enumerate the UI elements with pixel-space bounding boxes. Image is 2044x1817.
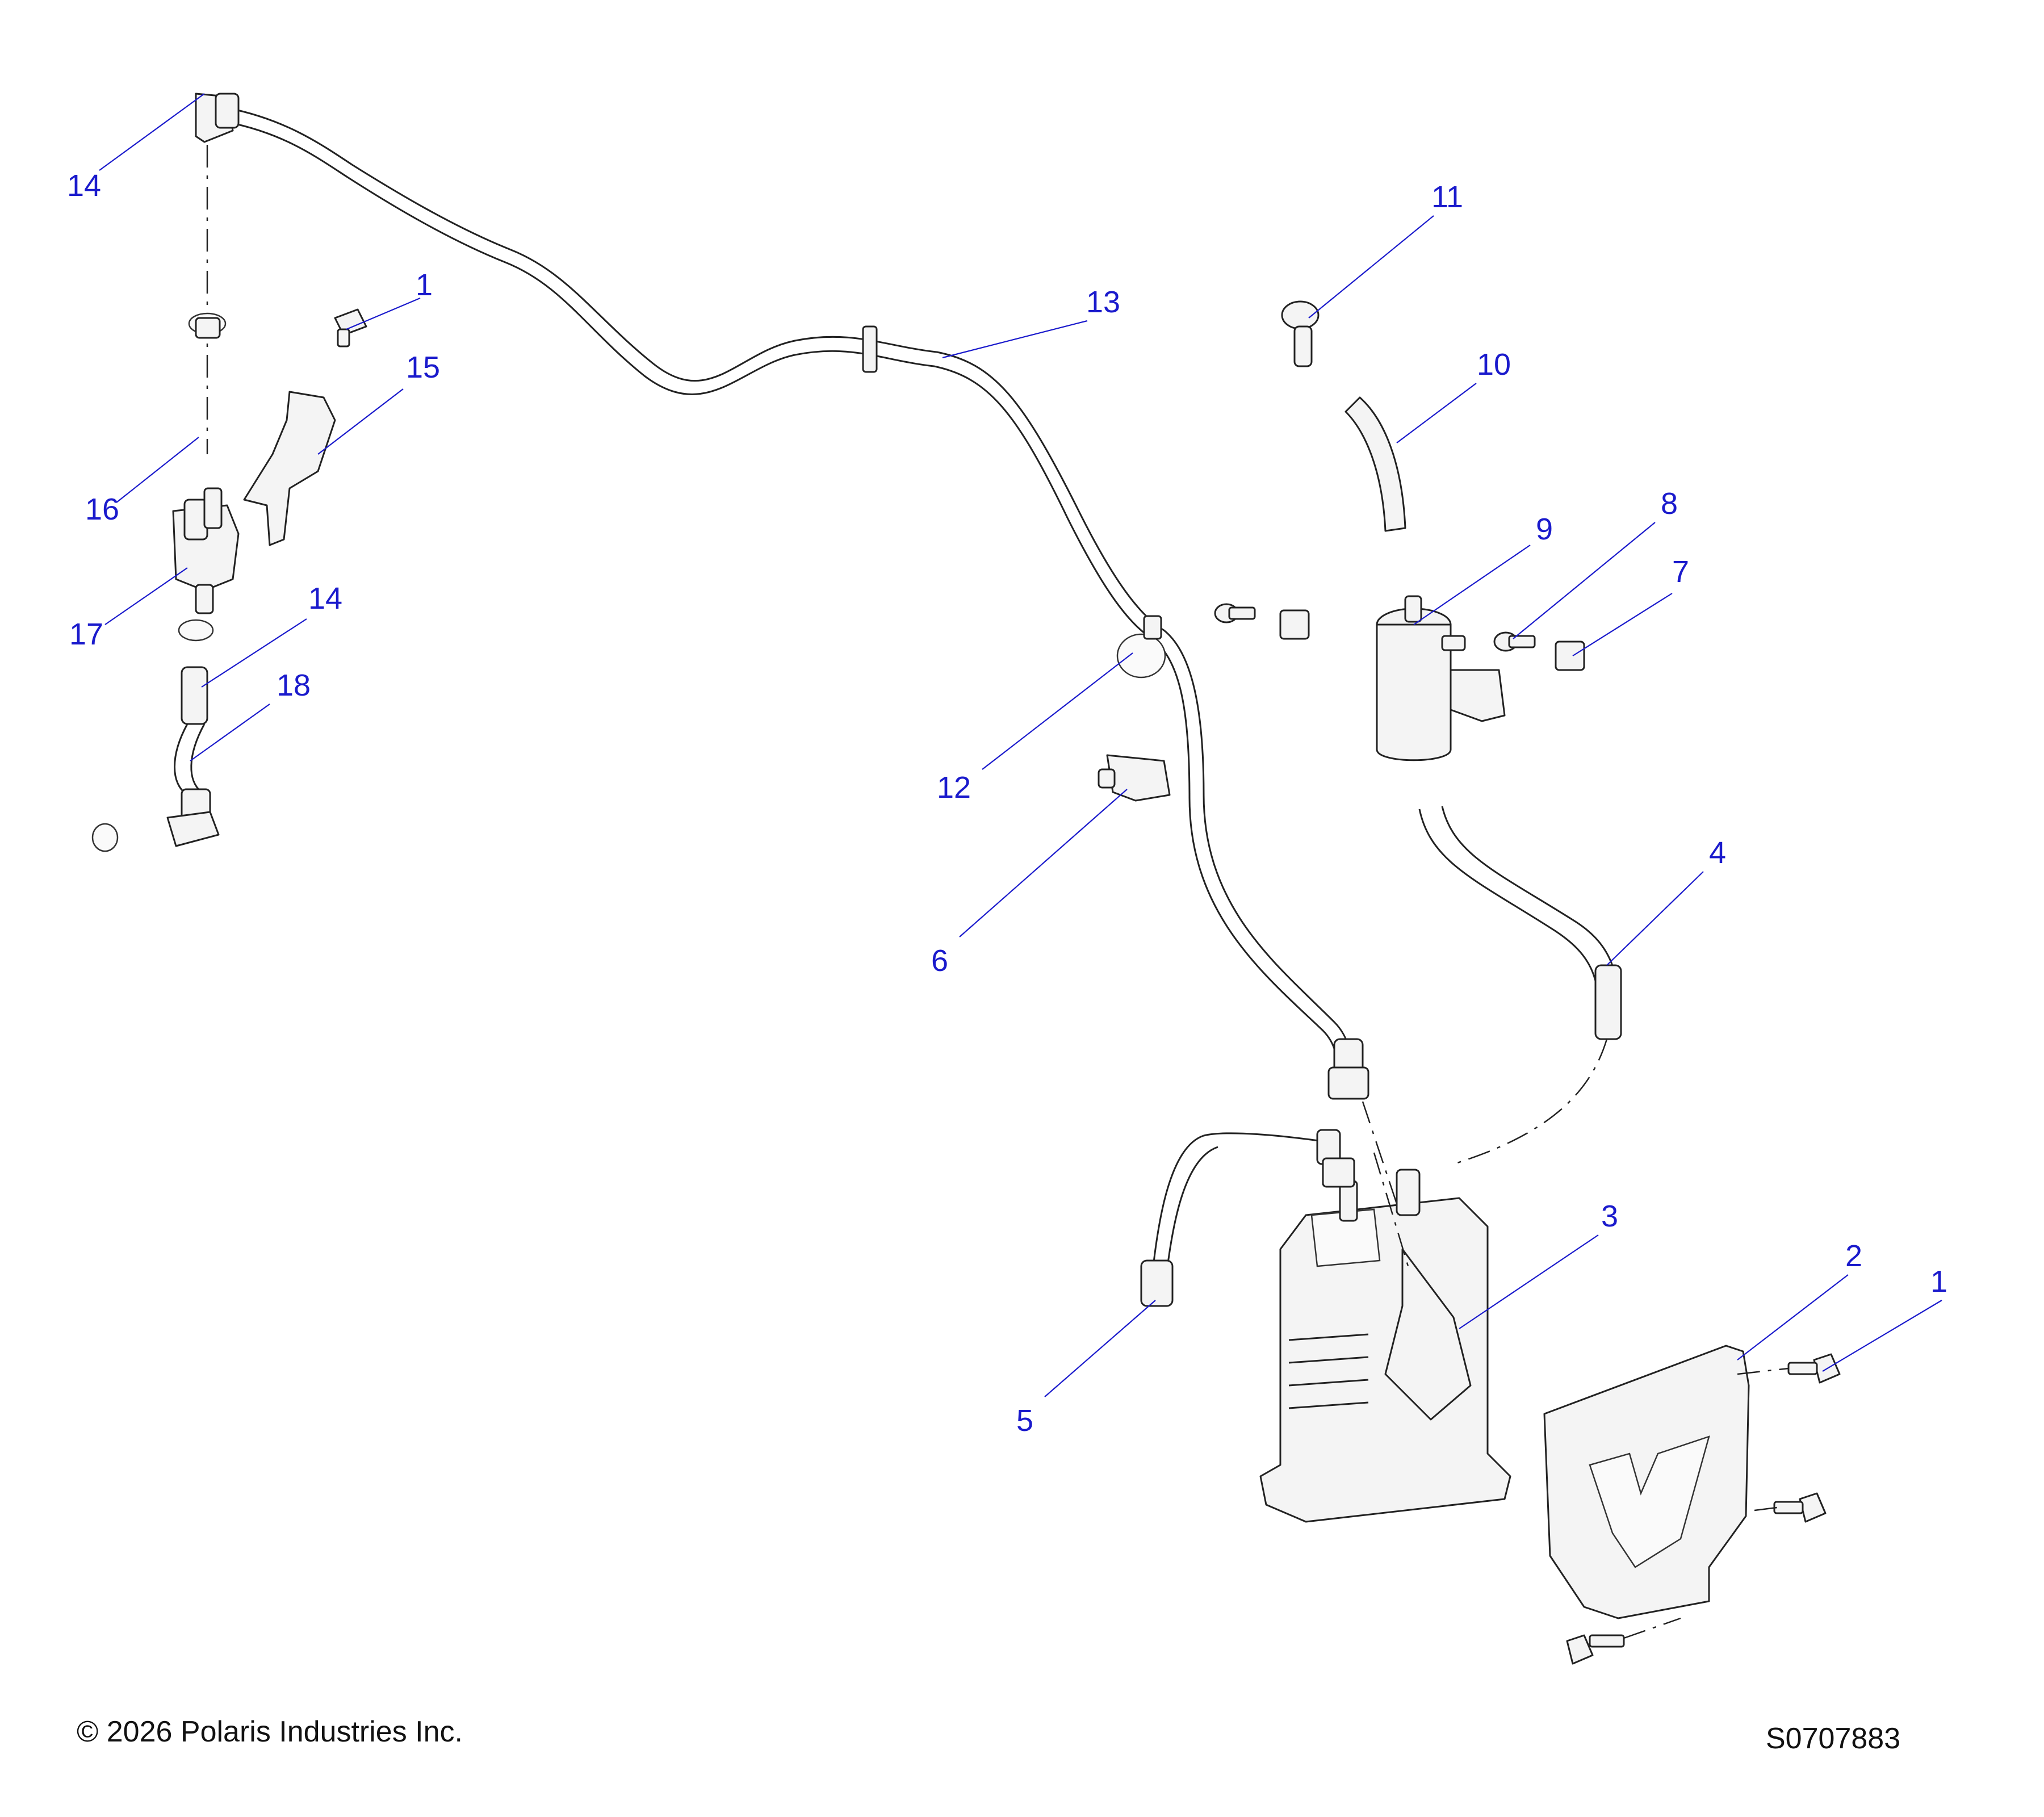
callout-11: 11	[1431, 180, 1463, 214]
callout-8: 8	[1661, 487, 1678, 521]
hose-clamp-12	[1116, 615, 1166, 679]
callout-16: 16	[85, 492, 119, 526]
small-canister-9	[1376, 595, 1506, 761]
purge-valve-17	[172, 487, 240, 614]
callout-3: 3	[1601, 1199, 1618, 1233]
callout-14-lower: 14	[308, 581, 342, 616]
callout-9: 9	[1536, 512, 1553, 546]
bolt-1-lower	[1787, 1353, 1841, 1384]
bolt-8	[1493, 631, 1536, 652]
callout-1-upper: 1	[416, 268, 433, 302]
loose-clamp	[91, 823, 119, 852]
bolt-lower-middle	[1773, 1492, 1827, 1523]
charcoal-canister-3	[1259, 1169, 1511, 1523]
callout-17: 17	[69, 617, 103, 651]
copyright-notice: © 2026 Polaris Industries Inc.	[77, 1715, 463, 1748]
callout-7: 7	[1672, 555, 1689, 589]
callout-1-lower: 1	[1930, 1265, 1947, 1299]
vent-hose-13	[227, 107, 1352, 1068]
nut-left-canister	[1279, 609, 1310, 640]
callout-12: 12	[937, 771, 971, 805]
callout-5: 5	[1016, 1404, 1033, 1438]
bolt-1-upper	[334, 308, 367, 348]
callout-13: 13	[1086, 285, 1120, 319]
callout-15: 15	[406, 350, 440, 384]
callout-4: 4	[1709, 836, 1726, 870]
callout-18: 18	[277, 668, 311, 702]
elbow-connector-14-top	[195, 93, 240, 143]
hose-clip	[862, 325, 878, 373]
hose-4	[1418, 806, 1622, 1040]
callout-6: 6	[931, 944, 948, 978]
fitting-11	[1281, 300, 1320, 367]
bolt-left-canister	[1214, 603, 1256, 623]
callout-leaders	[99, 93, 1942, 1397]
callout-14-top: 14	[67, 169, 101, 203]
drawing-number: S0707883	[1766, 1722, 1901, 1755]
clamp-16	[188, 312, 227, 339]
nut-7	[1555, 640, 1585, 671]
hose-14-18-lower	[166, 666, 220, 847]
bracket-2	[1543, 1345, 1750, 1619]
hose-5	[1140, 1129, 1355, 1307]
bracket-15	[243, 391, 336, 546]
bolt-lower-bottom	[1566, 1634, 1625, 1665]
callout-2: 2	[1845, 1239, 1862, 1273]
hose-10	[1344, 396, 1406, 532]
small-clamp	[178, 619, 214, 642]
quick-connector-upper	[1327, 1038, 1369, 1100]
callout-10: 10	[1477, 348, 1511, 382]
hose-clip-6	[1098, 754, 1171, 802]
